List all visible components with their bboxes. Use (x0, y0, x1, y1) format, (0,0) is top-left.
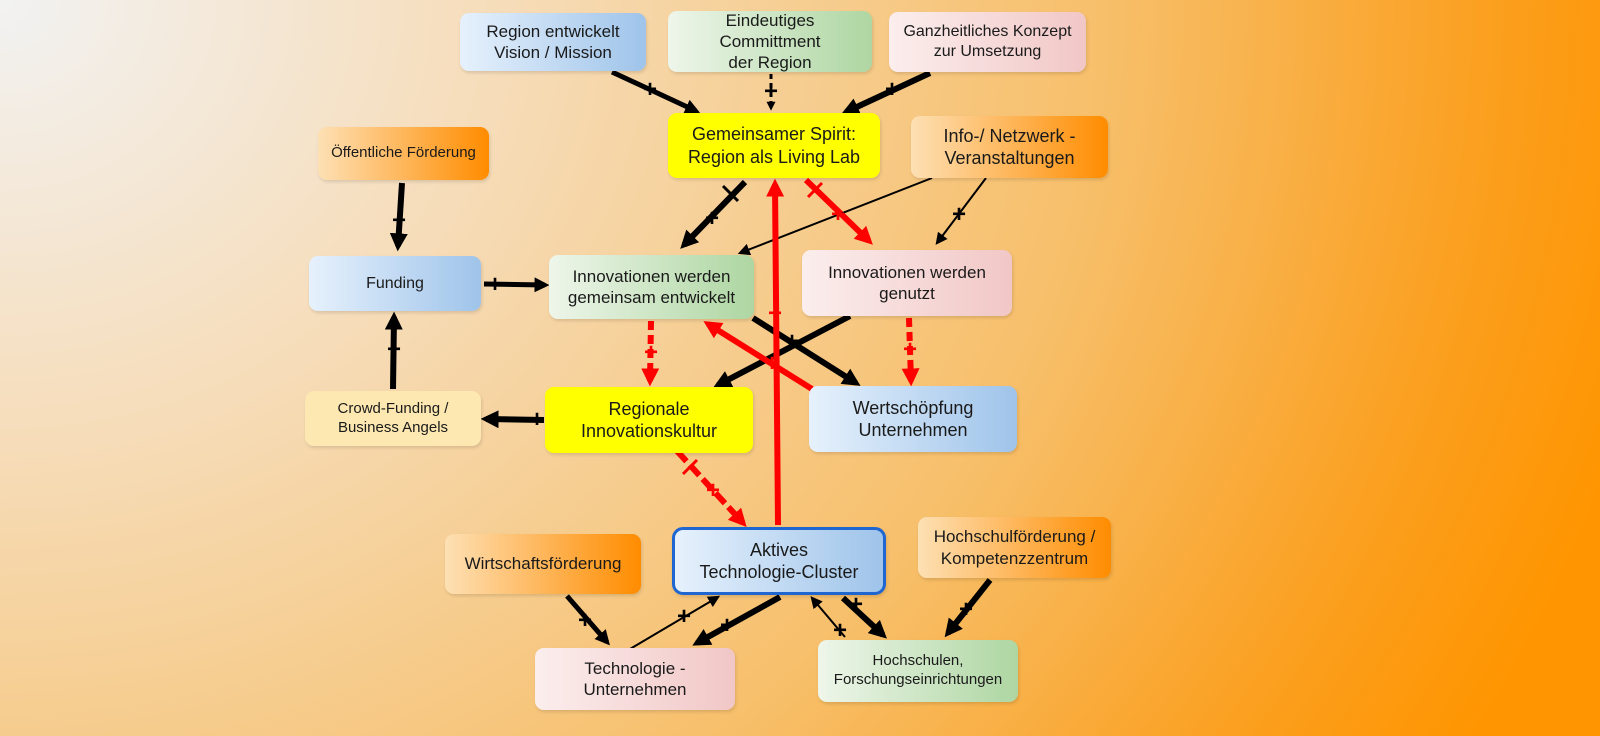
node-hochschulen: Hochschulen, Forschungseinrichtungen (818, 640, 1018, 702)
delay-mark (721, 184, 740, 203)
node-konzept: Ganzheitliches Konzept zur Umsetzung (889, 12, 1086, 72)
node-info: Info-/ Netzwerk - Veranstaltungen (911, 116, 1108, 178)
node-wirtschaft: Wirtschaftsförderung (445, 534, 641, 594)
link-info-innov-genutzt (935, 177, 987, 245)
node-hochschulfoerderung: Hochschulförderung / Kompetenzzentrum (918, 517, 1111, 578)
sign-cluster-spirit: + (768, 300, 782, 327)
link-innov-genutzt-kultur (713, 313, 852, 388)
link-crowd-funding (384, 311, 403, 390)
link-innov-genutzt-wertschoepfung (901, 317, 920, 387)
sign-innov-genutzt-wertschoepfung: + (903, 336, 917, 363)
sign-konzept-spirit: + (885, 76, 899, 103)
link-foerderung-funding (389, 182, 408, 252)
node-commitment: Eindeutiges Committment der Region (668, 11, 872, 72)
sign-kultur-crowd: + (530, 406, 544, 433)
link-wirtschaft-tech (565, 594, 610, 646)
sign-foerderung-funding: + (392, 207, 406, 234)
link-cluster-tech (692, 594, 782, 646)
sign-wirtschaft-tech: + (578, 607, 592, 634)
link-innov-entwickelt-kultur (641, 320, 660, 387)
sign-info-innov-genutzt: + (952, 201, 966, 228)
sign-crowd-funding: + (387, 336, 401, 363)
sign-spirit-innov-genutzt: + (831, 201, 845, 228)
node-innov-entwickelt: Innovationen werden gemeinsam entwickelt (549, 255, 754, 319)
link-info-innov-entwickelt (737, 177, 933, 256)
sign-funding-innov-entwickelt: + (488, 271, 502, 298)
sign-cluster-tech: + (720, 612, 734, 639)
link-konzept-spirit (841, 70, 932, 115)
link-funding-innov-entwickelt (483, 277, 550, 293)
sign-tech-cluster: + (677, 603, 691, 630)
node-wertschoepfung: Wertschöpfung Unternehmen (809, 386, 1017, 452)
sign-vision-spirit: + (643, 76, 657, 103)
delay-mark (681, 458, 699, 476)
link-vision-spirit (610, 69, 701, 114)
node-cluster: Aktives Technologie-Cluster (672, 527, 886, 595)
sign-crossing: + (785, 328, 799, 355)
sign-kultur-cluster: + (706, 477, 720, 504)
node-tech-unternehmen: Technologie - Unternehmen (535, 648, 735, 710)
sign-innov-entwickelt-kultur: + (644, 339, 658, 366)
node-crowd: Crowd-Funding / Business Angels (305, 391, 481, 446)
node-spirit: Gemeinsamer Spirit: Region als Living La… (668, 113, 880, 178)
link-spirit-innov-entwickelt (680, 179, 748, 249)
sign-hochschulfoerderung-hochschulen: + (959, 596, 973, 623)
link-hochschulen-cluster (810, 596, 846, 638)
link-kultur-cluster (674, 448, 747, 527)
sign-hochschulen-cluster: + (833, 617, 847, 644)
sign-spirit-innov-entwickelt: + (705, 205, 719, 232)
sign-commitment-spirit: + (764, 78, 778, 105)
delay-mark (806, 181, 824, 199)
node-innov-genutzt: Innovationen werden genutzt (802, 250, 1012, 316)
sign-cluster-hochschulen: + (849, 591, 863, 618)
link-wertschoepfung-innov-entwickelt (703, 321, 814, 392)
link-innov-entwickelt-wertschoepfung (751, 315, 861, 386)
link-tech-cluster (629, 595, 721, 650)
sign-wertschoepfung-innov-entwickelt: + (765, 350, 779, 377)
node-funding: Funding (309, 256, 481, 311)
link-cluster-hochschulen (840, 595, 887, 639)
node-vision: Region entwickelt Vision / Mission (460, 13, 646, 71)
node-kultur: Regionale Innovationskultur (545, 387, 753, 453)
node-foerderung: Öffentliche Förderung (318, 127, 489, 180)
link-cluster-spirit (766, 178, 785, 526)
link-hochschulfoerderung-hochschulen (944, 578, 993, 638)
link-kultur-crowd (480, 410, 545, 429)
